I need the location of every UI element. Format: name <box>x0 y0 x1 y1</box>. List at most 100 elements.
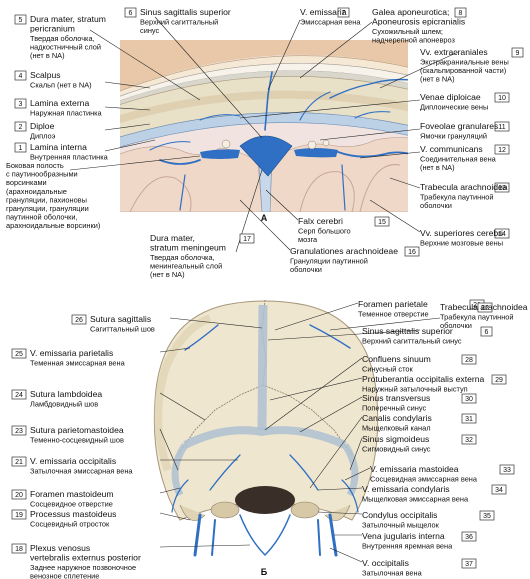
label-number: 28 <box>465 357 473 364</box>
latin-term: Condylus occipitalis <box>362 510 437 520</box>
latin-term: Diploe <box>30 121 55 131</box>
label-number: 25 <box>15 351 23 358</box>
label-number: 13 <box>498 185 506 192</box>
label-number: 22 <box>481 305 489 312</box>
label-number: 7 <box>342 10 346 17</box>
label-number-box <box>11 389 27 400</box>
label-number: 15 <box>378 219 386 226</box>
russian-term: Затылочная вена <box>362 569 423 578</box>
label-number-box <box>404 246 420 257</box>
latin-term: Vena jugularis interna <box>362 531 445 541</box>
label-number: 29 <box>495 377 503 384</box>
russian-term: Верхний сагиттальный <box>140 18 218 27</box>
latin-term: Venae diploicae <box>420 92 481 102</box>
label-number-box <box>461 413 477 424</box>
latin-term: V. emissaria mastoidea <box>370 464 459 474</box>
dura-layer <box>120 112 408 148</box>
note-line: (арахноидальные <box>6 187 67 196</box>
russian-term: Эмиссарная вена <box>300 18 361 27</box>
label-number-box <box>499 464 515 475</box>
russian-term: (нет в NA) <box>420 75 455 84</box>
label-number: 21 <box>15 459 23 466</box>
label-number-box <box>479 510 495 521</box>
latin-term: Foveolae granulares <box>420 121 498 131</box>
note-line: грануляции, грануляции <box>6 204 89 213</box>
label-number-box <box>461 531 477 542</box>
russian-term: Внутренняя яремная вена <box>362 542 453 551</box>
label-number: 12 <box>498 147 506 154</box>
label-number: 17 <box>243 236 251 243</box>
note-line: Боковая полость <box>6 161 64 170</box>
label-number: 34 <box>495 487 503 494</box>
note-line: грануляции, пахионовы <box>6 195 87 204</box>
latin-term: pericranium <box>30 24 75 34</box>
russian-term: Экстракраниальные вены <box>420 58 509 67</box>
label-number: 5 <box>19 17 23 24</box>
latin-term: Protuberantia occipitalis externa <box>362 374 485 384</box>
label-number: 1 <box>19 145 23 152</box>
latin-term: Lamina interna <box>30 142 87 152</box>
russian-term: Сухожильный шлем; <box>372 27 443 36</box>
panel-b-letter: Б <box>261 567 268 577</box>
russian-term: Сосцевидное отверстие <box>30 500 113 509</box>
label-number-box <box>71 314 87 325</box>
russian-term: Синусный сток <box>362 365 414 374</box>
label-number-box <box>14 98 27 109</box>
veins-panel-a <box>149 71 408 211</box>
label-number: 36 <box>465 534 473 541</box>
label-number: 30 <box>465 396 473 403</box>
latin-term: Processus mastoideus <box>30 509 116 519</box>
label-number: 21 <box>473 302 481 309</box>
russian-term: Мыщелковая эмиссарная вена <box>362 495 469 504</box>
sigmoid-sinus <box>342 443 359 497</box>
russian-term: Диплоэ <box>30 132 56 141</box>
latin-term: Scalpus <box>30 70 61 80</box>
label-number: 31 <box>465 416 473 423</box>
russian-term: надкостничный слой <box>30 43 101 52</box>
russian-term: Соединительная вена <box>420 155 497 164</box>
label-number: 20 <box>15 492 23 499</box>
label-number-box <box>461 393 477 404</box>
russian-term: Сосцевидный отросток <box>30 520 110 529</box>
label-number-box <box>337 7 350 18</box>
russian-term: Наружная пластинка <box>30 109 103 118</box>
panel-a-letter: А <box>261 213 268 223</box>
russian-term: Наружный затылочный выступ <box>362 385 468 394</box>
russian-term: (нет в NA) <box>150 270 185 279</box>
latin-term: Aponeurosis epicranialis <box>372 17 465 27</box>
label-number-box <box>491 484 507 495</box>
russian-term: Сагиттальный шов <box>90 325 155 334</box>
latin-term: Lamina externa <box>30 98 89 108</box>
label-number-box <box>477 302 493 313</box>
label-number-box <box>494 228 510 239</box>
leader-lines <box>69 16 459 563</box>
russian-term: Верхний сагиттальный синус <box>362 337 462 346</box>
latin-term: Sutura lambdoidea <box>30 389 102 399</box>
latin-term: Sutura sagittalis <box>90 314 151 324</box>
label-number: 37 <box>465 561 473 568</box>
latin-term: Foramen parietale <box>358 299 428 309</box>
note-line: с паутинообразными <box>6 170 78 179</box>
russian-term: Ламбдовидный шов <box>30 400 98 409</box>
label-number-box <box>454 7 467 18</box>
label-number-box <box>494 92 510 103</box>
label-number-box <box>11 456 27 467</box>
label-number-box <box>480 326 493 337</box>
russian-term: оболочки <box>420 201 452 210</box>
